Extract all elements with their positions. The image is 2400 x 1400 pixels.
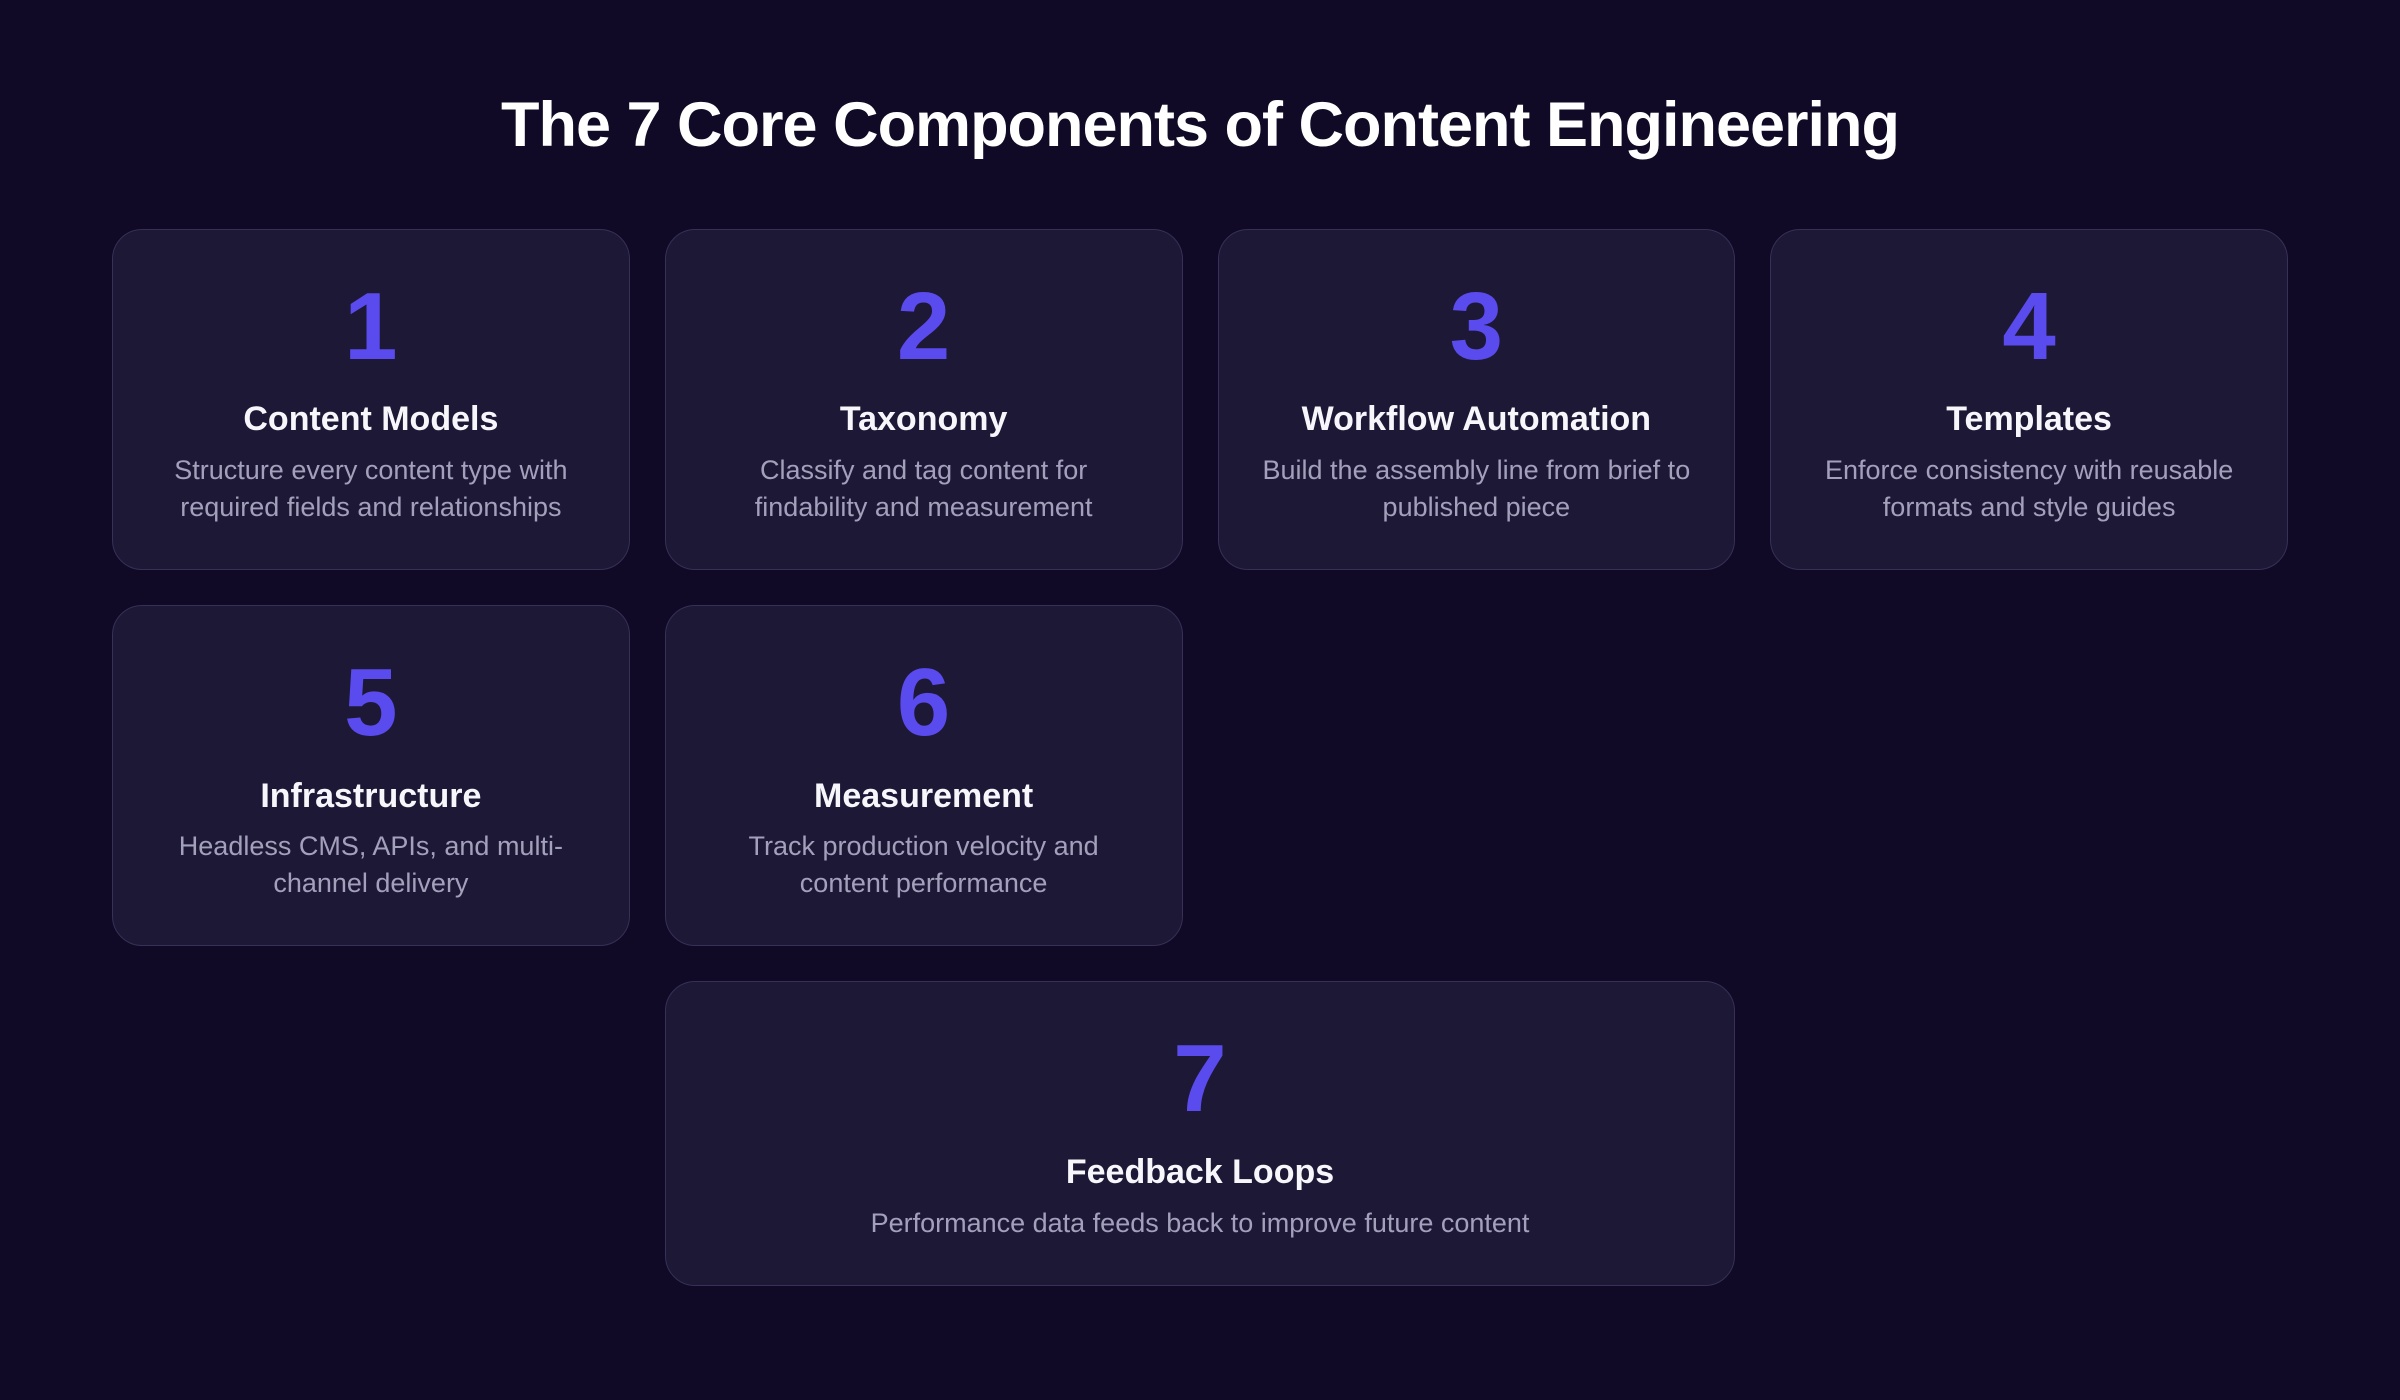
card-title: Content Models bbox=[243, 400, 499, 439]
card-description: Build the assembly line from brief to pu… bbox=[1262, 455, 1691, 522]
card-feedback-loops: 7 Feedback Loops Performance data feeds … bbox=[664, 981, 1736, 1287]
components-grid: 1 Content Models Structure every content… bbox=[112, 228, 2288, 1287]
page-title: The 7 Core Components of Content Enginee… bbox=[500, 90, 1900, 160]
card-description: Structure every content type with requir… bbox=[174, 455, 568, 522]
card-description: Enforce consistency with reusable format… bbox=[1825, 455, 2234, 522]
card-number: 3 bbox=[1449, 272, 1504, 380]
card-number: 1 bbox=[344, 272, 398, 380]
card-title: Templates bbox=[1946, 400, 2112, 439]
card-description: Performance data feeds back to improve f… bbox=[870, 1207, 1530, 1238]
card-taxonomy: 2 Taxonomy Classify and tag content for … bbox=[664, 228, 1183, 571]
card-measurement: 6 Measurement Track production velocity … bbox=[664, 605, 1183, 947]
card-title: Infrastructure bbox=[260, 776, 482, 815]
card-number: 6 bbox=[896, 649, 951, 757]
card-infrastructure: 5 Infrastructure Headless CMS, APIs, and… bbox=[112, 605, 630, 947]
card-title: Feedback Loops bbox=[1065, 1152, 1335, 1191]
card-description: Classify and tag content for findability… bbox=[754, 455, 1093, 522]
card-workflow-automation: 3 Workflow Automation Build the assembly… bbox=[1217, 228, 1736, 571]
card-description: Headless CMS, APIs, and multi-channel de… bbox=[178, 831, 563, 898]
card-description: Track production velocity and content pe… bbox=[748, 831, 1099, 898]
card-number: 5 bbox=[344, 649, 398, 757]
card-title: Taxonomy bbox=[839, 400, 1008, 439]
card-number: 2 bbox=[896, 272, 951, 380]
card-number: 7 bbox=[1173, 1025, 1227, 1133]
card-content-models: 1 Content Models Structure every content… bbox=[112, 228, 630, 571]
card-templates: 4 Templates Enforce consistency with reu… bbox=[1770, 228, 2288, 571]
card-number: 4 bbox=[2002, 272, 2056, 380]
card-title: Workflow Automation bbox=[1301, 400, 1652, 439]
card-title: Measurement bbox=[814, 776, 1034, 815]
